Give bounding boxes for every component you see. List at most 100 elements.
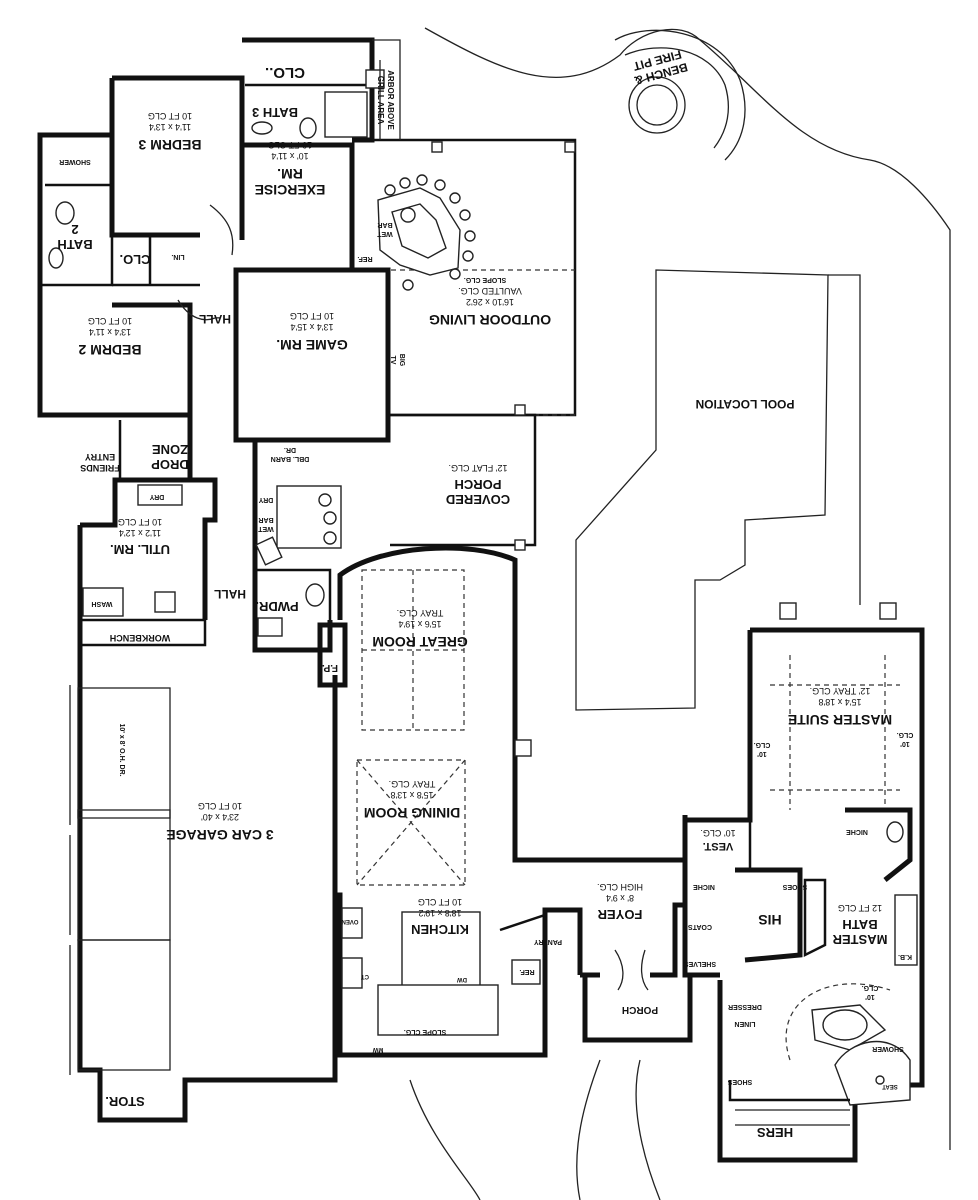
room-name-dw: DW: [457, 976, 467, 982]
walk-path-right: [635, 1059, 661, 1200]
yard-edge-right: [699, 39, 951, 1150]
post-4: [514, 539, 526, 551]
room-name-great: GREAT ROOM: [372, 634, 467, 650]
room-name-clo-top: CLO..: [265, 64, 305, 81]
room-name-part-0-wet-bar-out: WET: [377, 230, 393, 237]
post-2: [564, 141, 576, 153]
room-ceiling-bedrm2: 10 FT CLG: [88, 316, 132, 326]
room-name-ref-out: REF.: [357, 255, 372, 262]
bath2-sink: [48, 247, 64, 269]
room-ceiling-exercise: 10 FT CLG: [268, 140, 312, 150]
room-label-stor: STOR.: [105, 1094, 145, 1109]
room-label-hall-top: HALL: [199, 312, 231, 326]
room-name-wash: WASH: [92, 600, 113, 607]
cooktop: [341, 957, 363, 989]
room-name-part-1-clo10b: CLG.: [897, 731, 914, 738]
room-name-part-0-mbath: MASTER: [832, 932, 888, 947]
room-size-garage: 23'4 x 40': [201, 812, 239, 822]
room-ceiling-great: TRAY CLG.: [397, 608, 444, 618]
room-label-hers: HERS: [757, 1125, 793, 1140]
room-label-clo10b: 10'CLG.: [897, 731, 914, 747]
room-ceiling-outdoor: VAULTED CLG.: [458, 286, 522, 296]
pwdr-wall: [252, 440, 333, 653]
room-size-kitchen: 18'8 x 19'2: [419, 908, 462, 918]
drive-edge: [409, 1079, 481, 1200]
grill: [400, 207, 416, 223]
room-name-part-1-drop: ZONE: [152, 442, 188, 457]
room-size-bedrm2: 13'4 x 11'4: [89, 327, 131, 337]
room-label-ref-k: REF.: [519, 968, 534, 975]
room-size-master: 15'4 x 18'8: [819, 697, 862, 707]
room-label-ref-out: REF.: [357, 255, 372, 262]
garage-wall: [77, 645, 338, 1123]
room-size-game: 13'4 x 15'4: [291, 322, 334, 332]
room-name-part-1-big-tv: TV: [389, 356, 396, 365]
room-ceiling-garage: 10 FT CLG: [198, 801, 242, 811]
pwdr-divider: [255, 568, 332, 620]
post-1: [431, 141, 443, 153]
post-3: [514, 404, 526, 416]
room-label-niche: NICHE: [846, 828, 868, 835]
room-name-bath3: BATH 3: [252, 105, 298, 120]
his-closet-wall: [735, 867, 803, 963]
room-label-ct: CT: [361, 973, 369, 979]
room-label-slope-k: SLOPE CLG.: [404, 1028, 446, 1035]
room-ceiling-covered: 12' FLAT CLG.: [449, 463, 508, 473]
room-name-his: HIS: [758, 912, 781, 928]
arbor-edge: [372, 39, 401, 140]
room-name-niche: NICHE: [846, 828, 868, 835]
room-name-bedrm2: BEDRM 2: [78, 342, 141, 358]
room-name-porch: PORCH: [622, 1004, 658, 1015]
room-label-clo10c: 10'CLG.: [862, 984, 879, 1000]
door-swing-1: [209, 204, 234, 256]
bath2-toilet: [55, 201, 75, 225]
room-label-linen: LINEN: [735, 1020, 756, 1027]
room-label-garage-doors: 10' x 8' O.H. DR.: [118, 723, 125, 776]
room-name-outdoor: OUTDOOR LIVING: [429, 312, 551, 328]
room-ceiling-dining: TRAY CLG.: [389, 779, 436, 789]
room-name-pantry: PANTRY: [534, 938, 562, 945]
room-label-game: GAME RM.13'4 x 15'410 FT CLG: [276, 311, 348, 353]
room-name-part-1-bath2: 2: [71, 222, 78, 237]
room-name-part-0-barn: DBL. BARN: [271, 455, 310, 462]
room-size-outdoor: 16'10 x 26'2: [466, 297, 514, 307]
room-name-shower-m: SHOWER: [872, 1045, 904, 1052]
room-label-dry2: DRY: [258, 496, 273, 503]
bath3-toilet: [299, 117, 317, 139]
oven: [341, 907, 363, 939]
kitchen-island: [401, 911, 481, 988]
room-label-dresser: DRESSER: [728, 1003, 762, 1010]
room-size-great: 15'6 x 19'4: [399, 619, 442, 629]
fireplace: [317, 622, 348, 688]
bar-stools: [384, 174, 476, 291]
room-ceiling-util: 10 FT CLG: [118, 517, 162, 527]
bath3-sink: [251, 121, 273, 135]
room-label-bedrm3: BEDRM 311'4 x 13'410 FT CLG: [138, 111, 201, 153]
workbench-wall: [80, 618, 207, 647]
bench-arc-outer: [614, 29, 746, 161]
room-label-porch: PORCH: [622, 1004, 658, 1015]
refrigerator: [511, 959, 541, 985]
room-label-bench: BENCH &FIRE PIT: [631, 47, 689, 88]
room-label-shelves: SHELVES: [684, 960, 716, 967]
room-name-part-0-bath2: BATH: [57, 237, 92, 252]
closet-walls: [112, 235, 200, 287]
room-name-part-1-wet-bar-in: BAR: [258, 516, 273, 523]
room-size-dining: 15'8 x 13'8: [391, 790, 434, 800]
room-size-foyer: 8' x 9'4: [606, 893, 634, 903]
room-name-shelves: SHELVES: [684, 960, 716, 967]
room-label-shoes: SHOES: [782, 883, 807, 890]
master-toilet: [886, 821, 904, 843]
room-label-dry: DRY: [149, 493, 164, 500]
yard-edge-top: [424, 27, 701, 78]
room-size-util: 11'2 x 12'4: [119, 528, 161, 538]
